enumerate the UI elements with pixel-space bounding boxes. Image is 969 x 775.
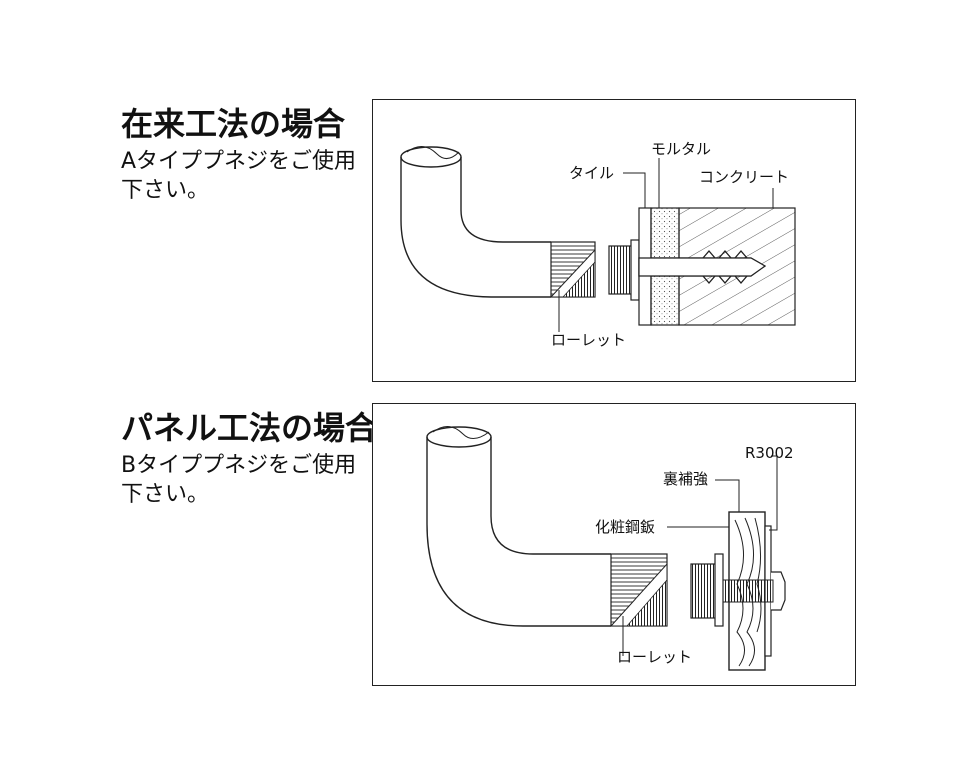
description-line-1: Aタイププネジをご使用 bbox=[121, 149, 357, 174]
description-line-2: 下さい。 bbox=[121, 178, 210, 203]
label-concrete: コンクリート bbox=[699, 168, 789, 186]
label-knurl: ローレット bbox=[617, 648, 692, 666]
diagram-panel-panel: R3002 裏補強 化粧鋼鈑 ローレット bbox=[372, 403, 856, 686]
diagram-panel-conventional: モルタル タイル コンクリート ローレット bbox=[372, 99, 856, 382]
section-description: Aタイププネジをご使用 下さい。 bbox=[121, 147, 371, 205]
panel-diagram: R3002 裏補強 化粧鋼鈑 ローレット bbox=[426, 426, 794, 671]
handrail-pipe bbox=[400, 146, 551, 298]
handrail-pipe bbox=[426, 426, 611, 627]
conventional-diagram: モルタル タイル コンクリート ローレット bbox=[400, 140, 796, 349]
section-description: Bタイププネジをご使用 下さい。 bbox=[121, 451, 371, 509]
label-tile: タイル bbox=[569, 164, 614, 182]
description-line-2: 下さい。 bbox=[121, 482, 210, 507]
label-knurl: ローレット bbox=[551, 331, 626, 349]
label-model: R3002 bbox=[745, 444, 794, 462]
panel-plate bbox=[722, 511, 786, 671]
knurl-section bbox=[609, 553, 668, 627]
description-line-1: Bタイププネジをご使用 bbox=[121, 453, 357, 478]
knurl-section bbox=[549, 241, 596, 298]
label-mortar: モルタル bbox=[651, 140, 711, 158]
label-steel-sheet: 化粧鋼鈑 bbox=[595, 518, 655, 536]
label-backing: 裏補強 bbox=[663, 470, 708, 488]
section-title: 在来工法の場合 bbox=[121, 105, 346, 143]
section-title: パネル工法の場合 bbox=[121, 409, 378, 447]
